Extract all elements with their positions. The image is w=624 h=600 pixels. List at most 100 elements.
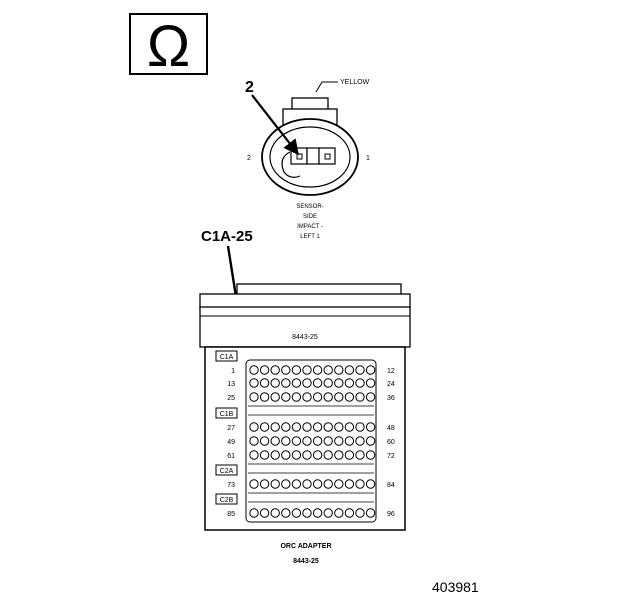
connector-label-text: C1A <box>220 354 234 361</box>
sensor-connector: YELLOW 2 1 2 SENSOR- SIDE IMPACT - LEFT … <box>245 79 370 240</box>
pin-hole <box>344 450 355 460</box>
pin-hole <box>355 436 365 446</box>
row-start-number: 27 <box>227 425 235 432</box>
pin-hole <box>344 436 355 446</box>
pin-row-numbers: 1 12 13 24 25 36 27 48 49 60 61 72 73 84… <box>227 368 395 518</box>
pin-hole <box>302 365 312 375</box>
adapter-shoulder <box>199 293 411 309</box>
pin-hole <box>312 365 323 375</box>
pin-hole <box>344 392 355 402</box>
connector-label-c1b: C1B <box>215 407 238 419</box>
pin-hole <box>249 436 259 446</box>
connector-label-c2b: C2B <box>215 493 238 505</box>
pin-hole <box>302 450 312 460</box>
pin-hole <box>355 450 365 460</box>
pin-hole <box>259 479 270 489</box>
pin-hole <box>259 365 270 375</box>
pin-hole <box>270 365 280 375</box>
row-start-number: 25 <box>227 395 235 402</box>
pin-hole <box>323 436 333 446</box>
pin-hole <box>259 422 270 432</box>
pin-hole <box>355 508 365 518</box>
pin-hole <box>312 436 323 446</box>
ohmmeter-symbol: Ω <box>129 13 208 79</box>
adapter-upper-band <box>199 306 411 348</box>
pin-hole <box>249 392 259 402</box>
pin-hole <box>281 436 291 446</box>
connector-label-c1a: C1A <box>215 350 238 362</box>
pin-hole <box>344 479 355 489</box>
probe-arrow-sensor <box>251 94 299 156</box>
pin-hole <box>302 479 312 489</box>
pin-hole <box>281 508 291 518</box>
pin-label-1: 1 <box>366 155 370 162</box>
pin-hole <box>344 508 355 518</box>
pin-hole <box>281 365 291 375</box>
pin-hole <box>323 365 333 375</box>
pin-hole <box>355 365 365 375</box>
pin-hole <box>270 422 280 432</box>
pin-hole <box>302 378 312 388</box>
adapter-top-part-number: 8443-25 <box>292 334 318 341</box>
pin-hole <box>270 450 280 460</box>
sensor-name-line: IMPACT - <box>297 224 323 230</box>
pin-hole <box>291 422 302 432</box>
sensor-name-line: SIDE <box>303 214 317 220</box>
pin-hole <box>365 422 376 432</box>
pin-hole <box>259 392 270 402</box>
pin-hole <box>291 479 302 489</box>
row-end-number: 12 <box>387 368 395 375</box>
pin-hole <box>312 378 323 388</box>
pin-hole <box>312 508 323 518</box>
pin-hole <box>259 378 270 388</box>
row-end-number: 48 <box>387 425 395 432</box>
pin-hole <box>270 392 280 402</box>
connector-label-text: C2B <box>220 497 234 504</box>
pin-hole <box>302 392 312 402</box>
terminal-2 <box>296 153 303 160</box>
probe-label: C1A-25 <box>201 228 253 245</box>
adapter-part-number: 8443-25 <box>293 558 319 565</box>
row-end-number: 84 <box>387 482 395 489</box>
pin-holes <box>249 365 376 518</box>
row-end-number: 60 <box>387 439 395 446</box>
pin-hole <box>302 508 312 518</box>
pin-hole <box>291 392 302 402</box>
pin-hole <box>323 508 333 518</box>
row-start-number: 73 <box>227 482 235 489</box>
pin-hole <box>365 378 376 388</box>
pin-hole <box>249 422 259 432</box>
sensor-name-line: SENSOR- <box>296 204 323 210</box>
connector-label-text: C1B <box>220 411 234 418</box>
pin-hole <box>365 392 376 402</box>
row-start-number: 49 <box>227 439 235 446</box>
pin-hole <box>312 479 323 489</box>
probe-pin-label: 2 <box>245 79 254 96</box>
cavity-divider <box>306 147 320 165</box>
pin-hole <box>344 422 355 432</box>
pin-hole <box>249 365 259 375</box>
pin-hole <box>334 479 344 489</box>
pin-hole <box>312 450 323 460</box>
pin-hole <box>334 508 344 518</box>
pin-hole <box>355 378 365 388</box>
pin-hole <box>259 450 270 460</box>
ohm-icon: Ω <box>147 14 190 79</box>
row-end-number: 96 <box>387 511 395 518</box>
pin-hole <box>281 392 291 402</box>
pin-hole <box>365 365 376 375</box>
pin-label-2: 2 <box>247 155 251 162</box>
pin-hole <box>270 479 280 489</box>
wire-color-label: YELLOW <box>340 79 370 86</box>
pin-hole <box>334 422 344 432</box>
pin-hole <box>323 378 333 388</box>
connector-key <box>281 151 301 178</box>
row-start-number: 1 <box>231 368 235 375</box>
wire-color-leader <box>315 81 338 93</box>
pin-hole <box>270 508 280 518</box>
pin-hole <box>334 450 344 460</box>
connector-label-c2a: C2A <box>215 464 238 476</box>
connector-latch-top <box>291 97 329 111</box>
pin-hole <box>249 479 259 489</box>
pin-hole <box>334 365 344 375</box>
